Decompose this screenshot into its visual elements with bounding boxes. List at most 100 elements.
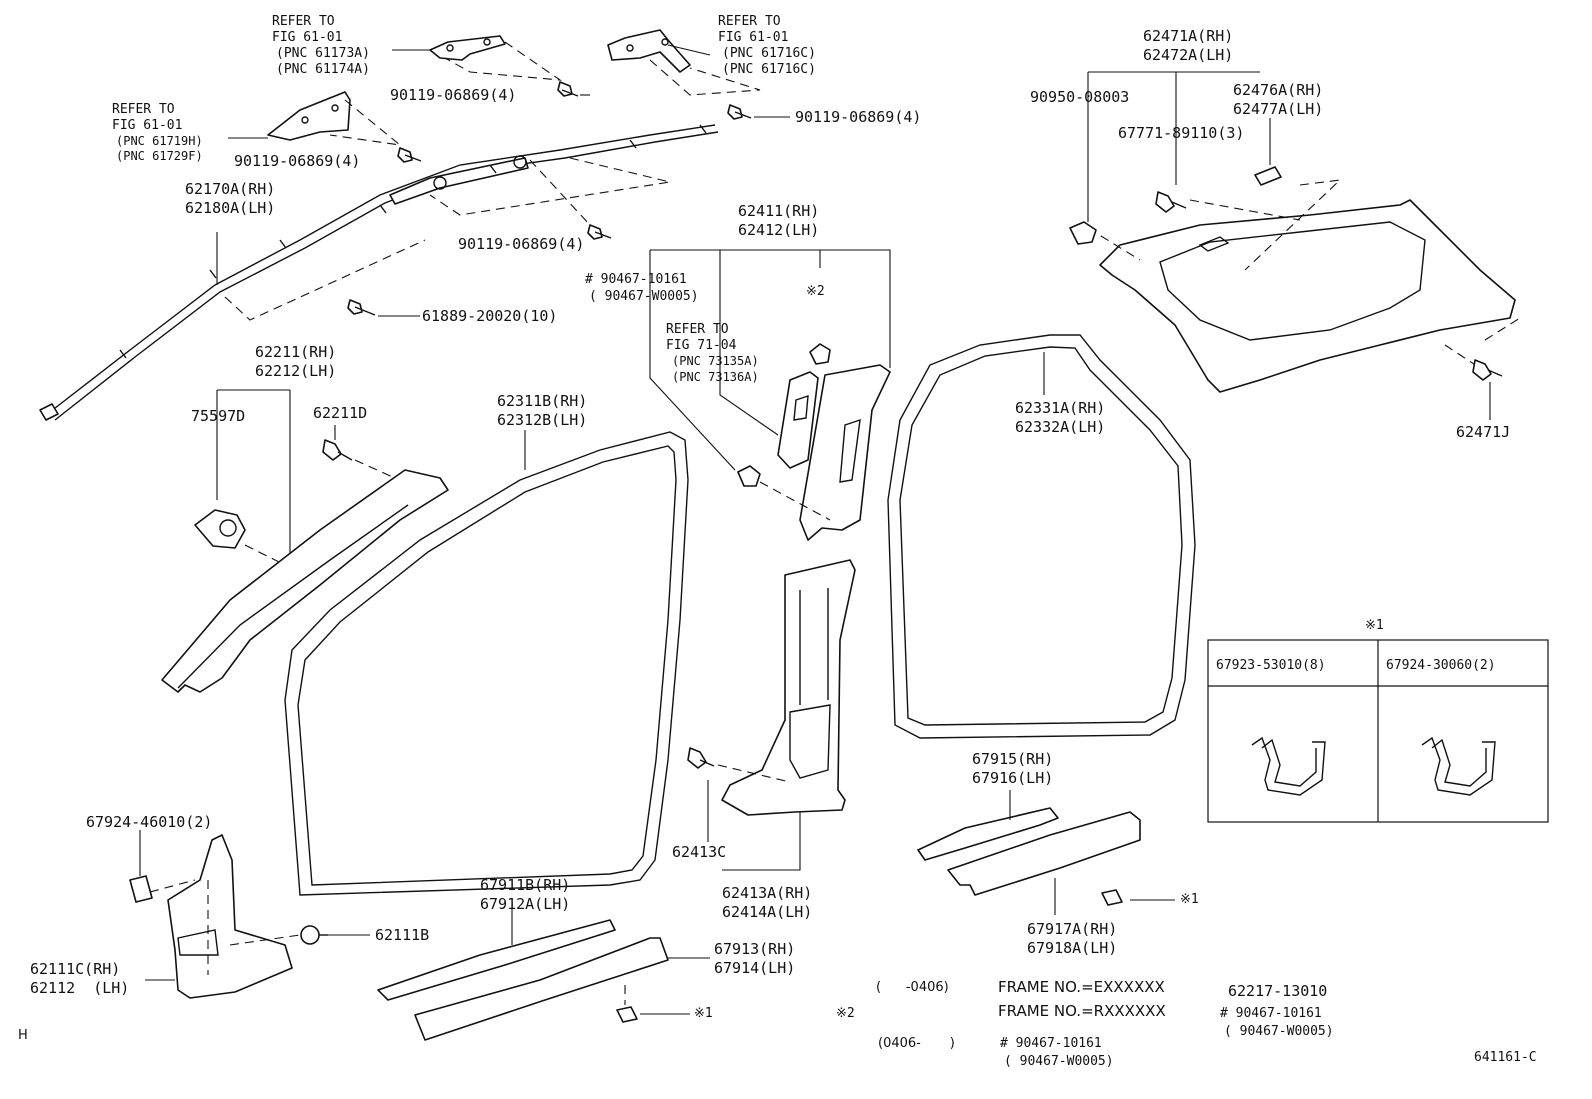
front-weatherstrip-lh-label: 62312B(LH) xyxy=(497,411,588,429)
bolt-90119-c-label: 90119-06869(4) xyxy=(234,152,361,170)
rear-weatherstrip-lh-label: 62332A(LH) xyxy=(1015,418,1106,436)
front-step-lh-label: 67914(LH) xyxy=(714,959,796,977)
clip-62471j-icon xyxy=(1472,359,1503,381)
airbag-lh-label: 62180A(LH) xyxy=(185,199,276,217)
footnote-part-3b: ( 90467-W0005) xyxy=(1004,1054,1114,1069)
clip-62211d-icon xyxy=(322,439,353,461)
kick-rh-label: 62111C(RH) xyxy=(30,960,121,978)
front-step-rh-label: 67913(RH) xyxy=(714,940,796,958)
note2-marker: ※2 xyxy=(836,1006,855,1021)
rear-step-cover-illustration xyxy=(947,811,1141,896)
clip-67924-46010-icon xyxy=(129,875,153,903)
bolt-90119-d-label: 90119-06869(4) xyxy=(458,235,585,253)
clip-62413c-icon xyxy=(687,747,715,769)
clip-icon xyxy=(809,343,831,365)
clip-62471j-label: 62471J xyxy=(1456,423,1511,441)
refer-61716-line4: (PNC 61716C) xyxy=(722,62,816,77)
curtain-airbag-illustration xyxy=(39,124,719,421)
clip-62413c-label: 62413C xyxy=(672,843,727,861)
b-pillar-upper-garnish-illustration xyxy=(799,364,891,541)
screw-62111b-icon xyxy=(300,925,328,945)
front-weatherstrip-rh-label: 62311B(RH) xyxy=(497,392,588,410)
front-door-weatherstrip-illustration xyxy=(284,431,689,896)
front-scuff-plate-illustration xyxy=(377,919,616,1001)
screw-icon xyxy=(347,299,376,316)
refer-73135-line1: REFER TO xyxy=(666,322,729,337)
screw-61889-label: 61889-20020(10) xyxy=(422,307,558,325)
footnote-frame-1: FRAME NO.=EXXXXXX xyxy=(998,978,1165,996)
clip-62211d-label: 62211D xyxy=(313,404,368,422)
refer-61719-line1: REFER TO xyxy=(112,102,175,117)
refer-61173-line3: (PNC 61173A) xyxy=(276,46,370,61)
clip-table-note1: ※1 xyxy=(1365,618,1384,633)
clip-table-right-header: 67924-30060(2) xyxy=(1386,658,1496,673)
rear-step-rh-label: 67917A(RH) xyxy=(1027,920,1118,938)
clip-67924-30060-icon xyxy=(1421,736,1496,796)
refer-61173-line2: FIG 61-01 xyxy=(272,30,343,45)
cap-62476-rh-label: 62476A(RH) xyxy=(1233,81,1324,99)
bracket-61719-illustration xyxy=(267,91,351,141)
figure-code: 641161-C xyxy=(1474,1050,1537,1065)
refer-61716-line2: FIG 61-01 xyxy=(718,30,789,45)
kick-lh-label: 62112 (LH) xyxy=(30,979,130,997)
clip-67771-label: 67771-89110(3) xyxy=(1118,124,1245,142)
bolt-icon xyxy=(727,104,752,120)
clip-75597d-icon xyxy=(194,509,246,549)
b-lower-lh-label: 62414A(LH) xyxy=(722,903,813,921)
a-pillar-lh-label: 62212(LH) xyxy=(255,362,337,380)
kick-panel-illustration xyxy=(167,834,293,999)
bolt-icon xyxy=(397,147,422,163)
refer-61719-line2: FIG 61-01 xyxy=(112,118,183,133)
refer-61173-line1: REFER TO xyxy=(272,14,335,29)
rear-door-weatherstrip-illustration xyxy=(887,334,1196,739)
clip-90467-line1: # 90467-10161 xyxy=(585,272,687,287)
quarter-lh-label: 62472A(LH) xyxy=(1143,46,1234,64)
bolt-icon xyxy=(557,81,579,97)
refer-73135-line4: (PNC 73136A) xyxy=(672,370,759,384)
refer-61716-line1: REFER TO xyxy=(718,14,781,29)
refer-61716-line3: (PNC 61716C) xyxy=(722,46,816,61)
kick-screw-label: 62111B xyxy=(375,926,430,944)
quarter-rh-label: 62471A(RH) xyxy=(1143,27,1234,45)
bracket-61716-illustration xyxy=(607,29,691,73)
footnote-range-1: ( -0406) xyxy=(876,980,949,995)
note1-marker: ※1 xyxy=(1180,892,1199,907)
footnote-part-3a: # 90467-10161 xyxy=(1000,1036,1102,1051)
rear-weatherstrip-rh-label: 62331A(RH) xyxy=(1015,399,1106,417)
clip-note1-icon xyxy=(616,1006,638,1023)
rear-scuff-plate-illustration xyxy=(917,807,1059,861)
bolt-icon xyxy=(587,224,612,240)
clip-90467-line2: ( 90467-W0005) xyxy=(589,289,699,304)
refer-61719-line4: (PNC 61729F) xyxy=(116,149,203,163)
refer-61173-line4: (PNC 61174A) xyxy=(276,62,370,77)
airbag-rh-label: 62170A(RH) xyxy=(185,180,276,198)
front-scuff-rh-label: 67911B(RH) xyxy=(480,876,571,894)
rear-scuff-lh-label: 67916(LH) xyxy=(972,769,1054,787)
clip-67771-icon xyxy=(1155,191,1187,213)
footnote-part-2b: ( 90467-W0005) xyxy=(1224,1024,1334,1039)
b-lower-rh-label: 62413A(RH) xyxy=(722,884,813,902)
clip-90950-label: 90950-08003 xyxy=(1030,88,1130,106)
rear-step-lh-label: 67918A(LH) xyxy=(1027,939,1118,957)
kick-clip-label: 67924-46010(2) xyxy=(86,813,213,831)
clip-90950-icon xyxy=(1069,221,1097,245)
b-upper-rh-label: 62411(RH) xyxy=(738,202,820,220)
handle-73135-illustration xyxy=(777,371,819,469)
cap-62476-icon xyxy=(1254,166,1282,186)
clip-note1-icon xyxy=(1101,889,1123,906)
refer-73135-line3: (PNC 73135A) xyxy=(672,354,759,368)
bolt-90119-b-label: 90119-06869(4) xyxy=(795,108,922,126)
corner-h-label: H xyxy=(18,1028,28,1043)
clip-75597d-label: 75597D xyxy=(191,407,246,425)
quarter-trim-illustration xyxy=(1099,199,1516,393)
a-pillar-rh-label: 62211(RH) xyxy=(255,343,337,361)
bracket-61173-illustration xyxy=(429,35,506,61)
note1-marker: ※1 xyxy=(694,1006,713,1021)
clip-67923-53010-icon xyxy=(1251,736,1326,796)
rear-scuff-rh-label: 67915(RH) xyxy=(972,750,1054,768)
front-step-cover-illustration xyxy=(414,937,669,1041)
cap-62477-lh-label: 62477A(LH) xyxy=(1233,100,1324,118)
clip-reference-table xyxy=(1207,639,1549,823)
